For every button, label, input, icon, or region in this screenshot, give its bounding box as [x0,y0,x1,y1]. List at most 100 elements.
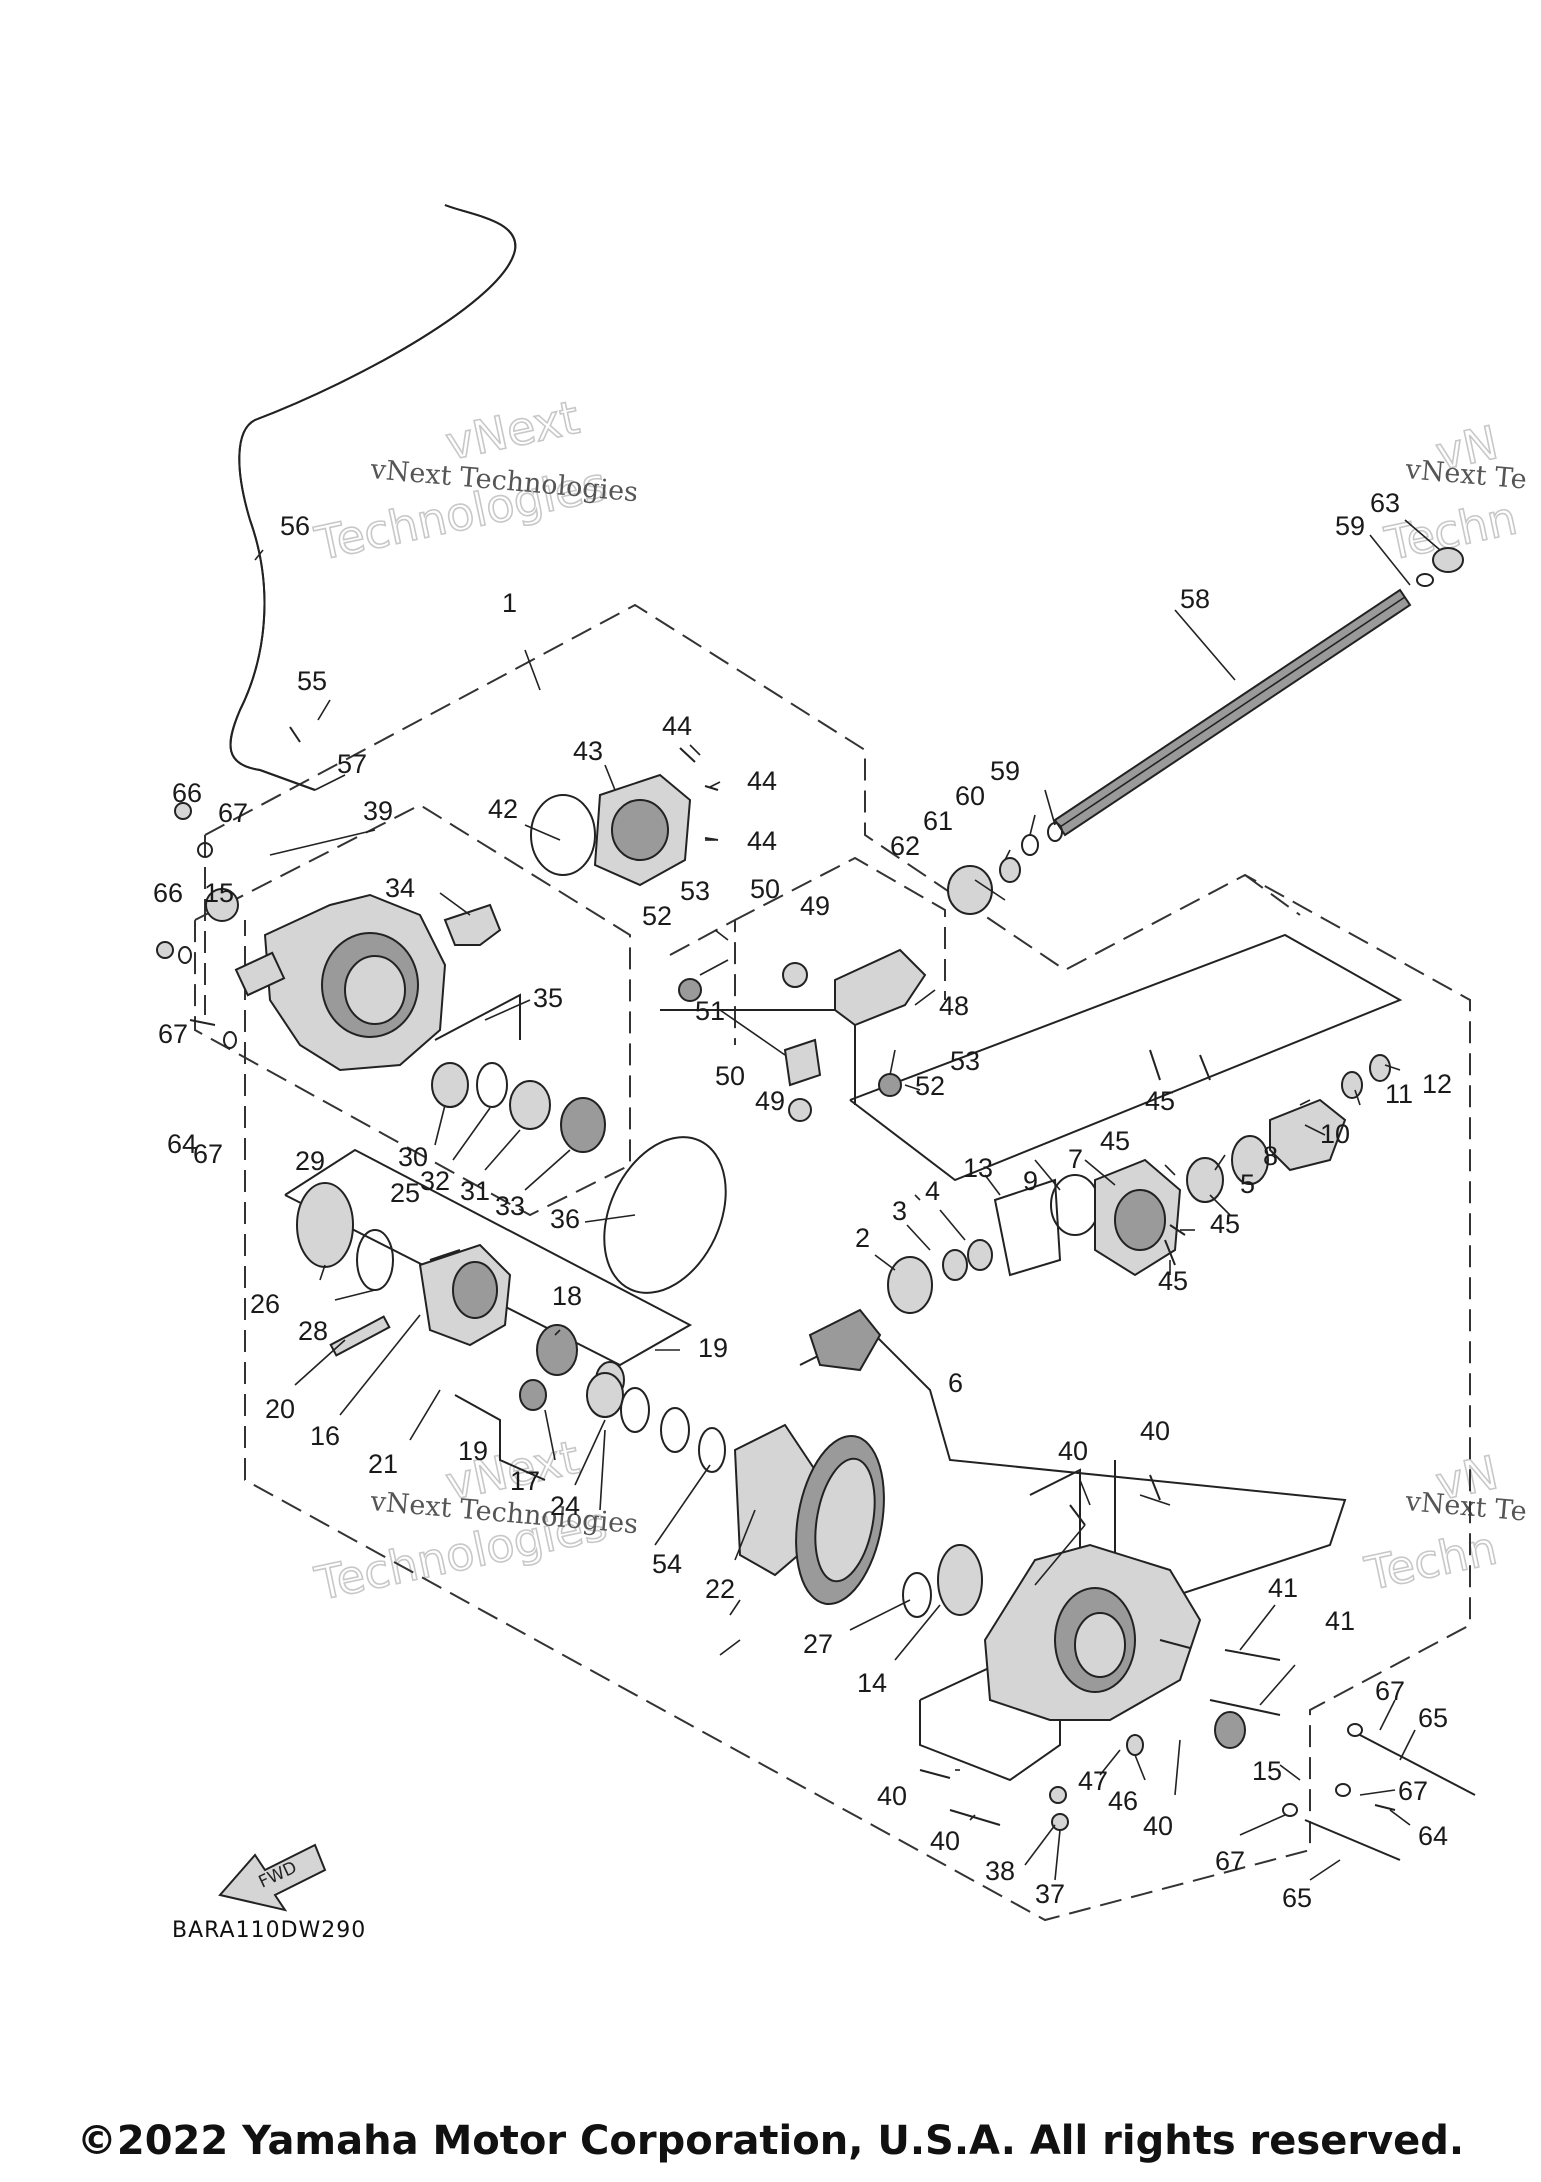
left-housing [205,888,447,1072]
part-label: 32 [420,1166,450,1196]
diagram-reference-code: BARA110DW290 [172,1918,366,1943]
part-label: 55 [297,666,327,696]
part-label: 15 [204,878,234,908]
part-label: 50 [750,874,780,904]
part-label: 10 [1320,1119,1350,1149]
drive-shaft [1053,547,1464,837]
part-label: 15 [1252,1756,1282,1786]
part-label: 42 [488,794,518,824]
part-label: 34 [385,873,415,903]
part-label: 18 [552,1281,582,1311]
part-label: 24 [550,1491,580,1521]
part-label: 5 [1240,1169,1255,1199]
part-label: 51 [695,996,725,1026]
part-label: 2 [855,1223,870,1253]
part-label: 30 [398,1142,428,1172]
part-label: 64 [167,1129,197,1159]
part-label: 66 [153,878,183,908]
part-label: 62 [890,831,920,861]
part-label: 67 [1375,1676,1405,1706]
watermark-text: vNext Te [1403,454,1528,496]
part-label: 63 [1370,488,1400,518]
part-label: 16 [310,1421,340,1451]
part-label: 48 [939,991,969,1021]
part-label: 45 [1100,1126,1130,1156]
bearing-stack [431,1062,606,1153]
part-label: 44 [747,826,777,856]
part-label: 67 [218,798,248,828]
part-label: 11 [1385,1079,1413,1109]
part-label: 45 [1210,1209,1240,1239]
part-label: 39 [363,796,393,826]
part-label: 67 [1398,1776,1428,1806]
part-label: 4 [925,1176,940,1206]
part-label: 33 [495,1191,525,1221]
part-label: 29 [295,1146,325,1176]
cover-43 [530,773,692,887]
rear-gear-case [983,1543,1246,1756]
breather-hose [229,204,517,791]
part-label: 65 [1418,1703,1448,1733]
part-label: 40 [1058,1436,1088,1466]
part-label: 61 [923,806,953,836]
part-label: 37 [1035,1879,1065,1909]
part-label: 57 [337,749,367,779]
part-label: 54 [652,1549,682,1579]
part-label: 67 [193,1139,223,1169]
part-label: 8 [1263,1141,1278,1171]
watermark-text: vNext Te [1403,1486,1528,1528]
watermark-big: vN [1431,415,1503,481]
part-label: 31 [460,1176,490,1206]
part-label: 17 [510,1466,540,1496]
part-label: 49 [800,891,830,921]
big-o-ring [603,1136,727,1294]
forward-arrow-icon: FWD [218,1843,327,1912]
assembly-outline [204,603,1471,1922]
part-label: 38 [985,1856,1015,1886]
part-label: 40 [1143,1811,1173,1841]
part-label: 27 [803,1629,833,1659]
part-label: 52 [642,901,672,931]
part-label: 65 [1282,1883,1312,1913]
pinion-bearing-stack [887,1174,1100,1314]
part-label: 28 [298,1316,328,1346]
part-label: 59 [990,756,1020,786]
part-label: 43 [573,736,603,766]
bolts [156,726,1476,1861]
part-label: 41 [1325,1606,1355,1636]
pinion-gear [808,1308,882,1372]
part-label: 35 [533,983,563,1013]
part-label: 40 [877,1781,907,1811]
shift-fork [443,903,502,946]
part-label: 58 [1180,584,1210,614]
part-label: 19 [458,1436,488,1466]
part-label: 52 [915,1071,945,1101]
part-label: 1 [502,588,517,618]
part-label: 49 [755,1086,785,1116]
part-label: 50 [715,1061,745,1091]
differential-center [733,1423,983,1618]
part-label: 56 [280,511,310,541]
part-label: 64 [1418,1821,1448,1851]
part-label: 67 [158,1019,188,1049]
part-label: 59 [1335,511,1365,541]
copyright-notice: ©2022 Yamaha Motor Corporation, U.S.A. A… [76,2118,1465,2164]
part-label: 3 [892,1196,907,1226]
part-label: 6 [948,1368,963,1398]
part-label: 40 [930,1826,960,1856]
part-label: 45 [1145,1086,1175,1116]
part-label: 53 [950,1046,980,1076]
part-label: 9 [1023,1166,1038,1196]
part-label: 46 [1108,1786,1138,1816]
part-label: 53 [680,876,710,906]
part-label: 12 [1422,1069,1452,1099]
part-label: 19 [698,1333,728,1363]
watermark-big: vNext [441,390,584,471]
part-labels: 1 56 55 57 66 67 39 42 43 44 44 44 34 66… [153,488,1452,1913]
sub-assembly-outlines [194,803,946,1217]
watermark-big: Techn [1360,1520,1502,1601]
part-label: 25 [390,1178,420,1208]
front-housing [1094,1054,1391,1277]
part-label: 44 [747,766,777,796]
